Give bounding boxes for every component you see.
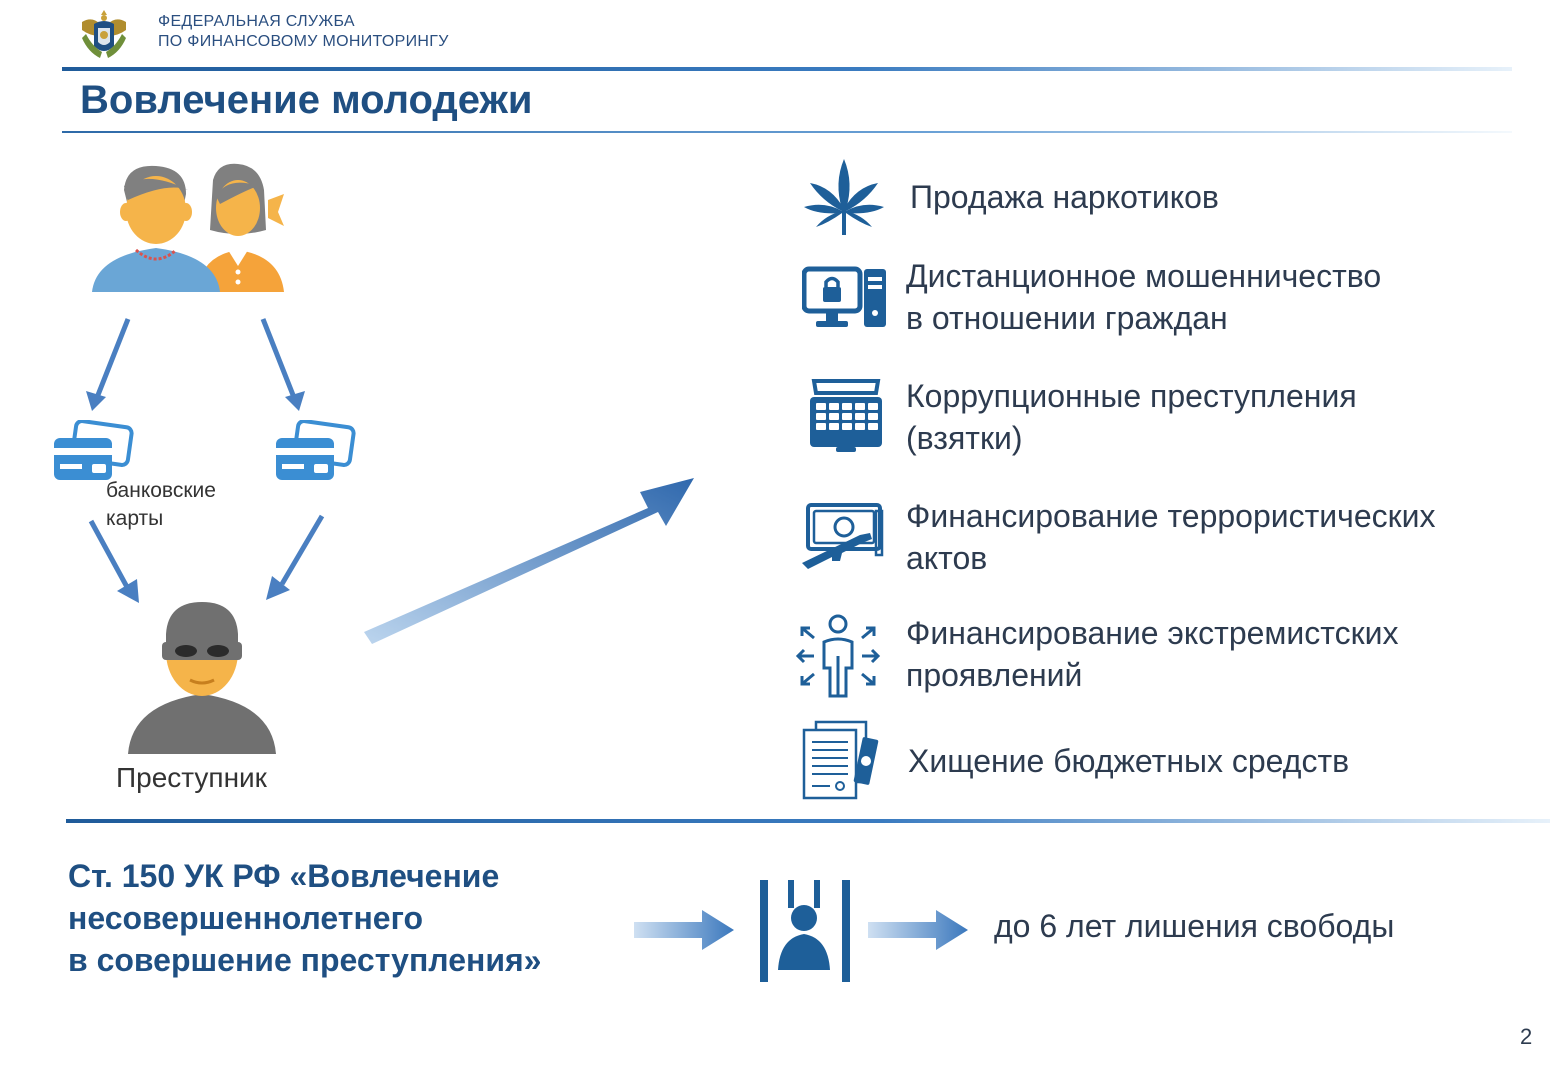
page-number: 2 [1520,1024,1533,1049]
arrow-card-to-criminal-left [85,515,150,607]
crime-item-5: Финансирование экстремистских проявлений [794,612,1520,704]
arrow-card-to-criminal-right [258,512,328,604]
header-divider [62,67,1512,71]
title-underline [62,131,1512,133]
emblem-icon [76,6,132,64]
crime-item-4: Финансирование террористических актов [800,495,1520,585]
arrow-law-to-prison [632,906,736,954]
bank-card-icon-right [272,420,356,486]
crime-item-4-line-2: актов [906,540,988,576]
documents-money-icon [800,720,884,800]
crime-item-6-line-1: Хищение бюджетных средств [908,743,1350,779]
crime-item-2-line-1: Дистанционное мошенничество [906,258,1382,294]
crime-item-4-line-1: Финансирование террористических [906,498,1436,534]
money-and-rifle-icon [800,501,886,573]
arrow-youth-to-card-left [80,315,140,415]
bank-card-icon-left [50,420,134,486]
big-arrow-to-crimes [360,470,700,650]
arrow-prison-to-result [866,906,970,954]
crime-item-1: Продажа наркотиков [800,155,1520,245]
law-article-line-1: Ст. 150 УК РФ «Вовлечение [68,858,500,894]
cannabis-leaf-icon [802,157,886,237]
youth-couple-icon [88,160,293,292]
crime-item-6: Хищение бюджетных средств [800,718,1520,802]
criminal-icon [128,600,276,754]
org-name-line-2: ПО ФИНАНСОВОМУ МОНИТОРИНГУ [158,33,449,50]
arrow-youth-to-card-right [255,315,315,415]
person-with-arrows-icon [794,612,882,698]
crime-item-3: Коррупционные преступления (взятки) [800,375,1520,465]
crime-item-5-line-1: Финансирование экстремистских [906,615,1399,651]
crime-item-5-line-2: проявлений [906,657,1083,693]
money-briefcase-icon [806,379,886,453]
crime-item-3-line-2: (взятки) [906,420,1023,456]
law-article-line-2: несовершеннолетнего [68,900,424,936]
criminal-label: Преступник [116,762,267,793]
law-article-line-3: в совершение преступления» [68,942,542,978]
crime-item-1-line-1: Продажа наркотиков [910,179,1219,215]
crime-item-2-line-2: в отношении граждан [906,300,1228,336]
penalty-result: до 6 лет лишения свободы [994,908,1395,944]
page-title: Вовлечение молодежи [80,78,533,122]
crime-item-3-line-1: Коррупционные преступления [906,378,1357,414]
prisoner-behind-bars-icon [758,878,852,984]
bank-cards-label-line-2: карты [106,507,164,530]
locked-computer-icon [802,265,888,331]
org-name-line-1: ФЕДЕРАЛЬНАЯ СЛУЖБА [158,13,355,30]
footer-divider [66,819,1550,823]
crime-item-2: Дистанционное мошенничество в отношении … [800,255,1520,345]
bank-cards-label-line-1: банковские [106,479,216,502]
